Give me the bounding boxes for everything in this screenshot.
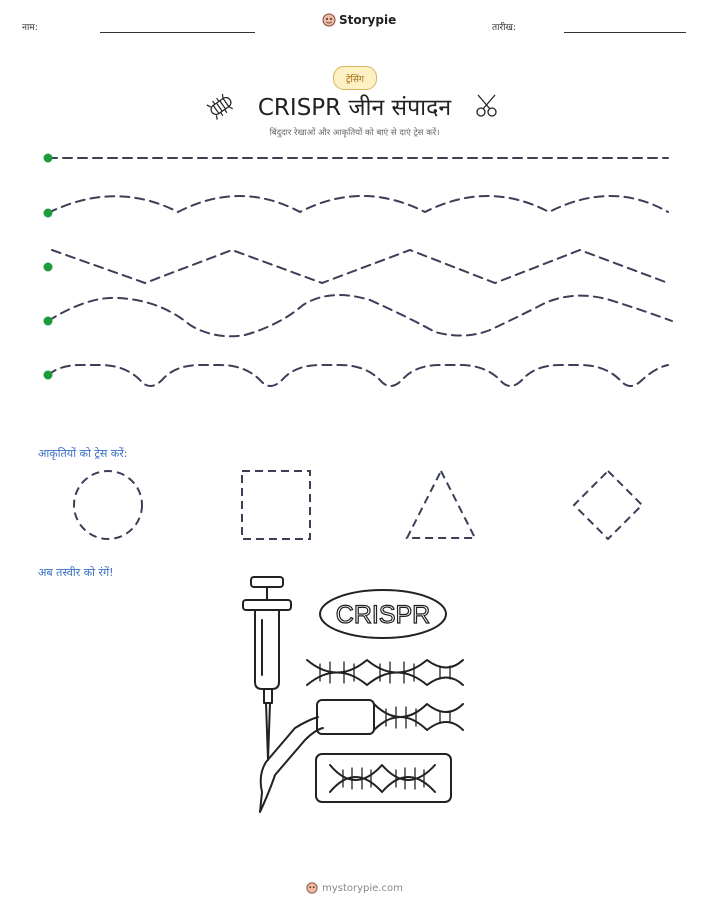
crispr-label-oval [319, 589, 447, 639]
color-label: अब तस्वीर को रंगें! [38, 566, 114, 579]
date-field[interactable] [564, 32, 686, 33]
start-dot-4 [43, 316, 53, 326]
start-dot-2 [43, 208, 53, 218]
trace-line-zigzag[interactable] [51, 248, 669, 285]
dna-icon [306, 659, 464, 803]
tracing-badge: ट्रेसिंग [333, 66, 377, 90]
trace-diamond[interactable] [572, 469, 644, 541]
trace-triangle[interactable] [405, 468, 477, 539]
brand-name: Storypie [339, 13, 397, 27]
brand-logo: Storypie [322, 13, 396, 27]
trace-line-arcs[interactable] [47, 195, 669, 214]
date-label: तारीख: [492, 23, 516, 33]
syringe-icon [242, 576, 292, 761]
footer-url[interactable]: mystorypie.com [322, 882, 403, 894]
title-text: CRISPR जीन संपादन [257, 95, 452, 121]
shapes-label: आकृतियों को ट्रेस करें: [38, 447, 128, 460]
trace-square[interactable] [241, 470, 311, 540]
page-title: CRISPR जीन संपादन [0, 90, 709, 122]
footer-logo-icon [306, 882, 318, 894]
name-label: नाम: [22, 23, 38, 33]
trace-line-rounded[interactable] [47, 364, 669, 387]
storypie-logo-icon [322, 13, 336, 27]
start-dot-1 [43, 153, 53, 163]
footer: mystorypie.com [0, 882, 709, 894]
pipette-icon [259, 699, 375, 813]
start-dot-3 [43, 262, 53, 272]
instructions: बिंदुदार रेखाओं और आकृतियों को बाएं से द… [269, 128, 440, 138]
crispr-label: CRISPR [336, 601, 430, 629]
trace-line-wave[interactable] [47, 294, 673, 338]
name-field[interactable] [100, 32, 255, 33]
trace-circle[interactable] [73, 470, 143, 540]
start-dot-5 [43, 370, 53, 380]
